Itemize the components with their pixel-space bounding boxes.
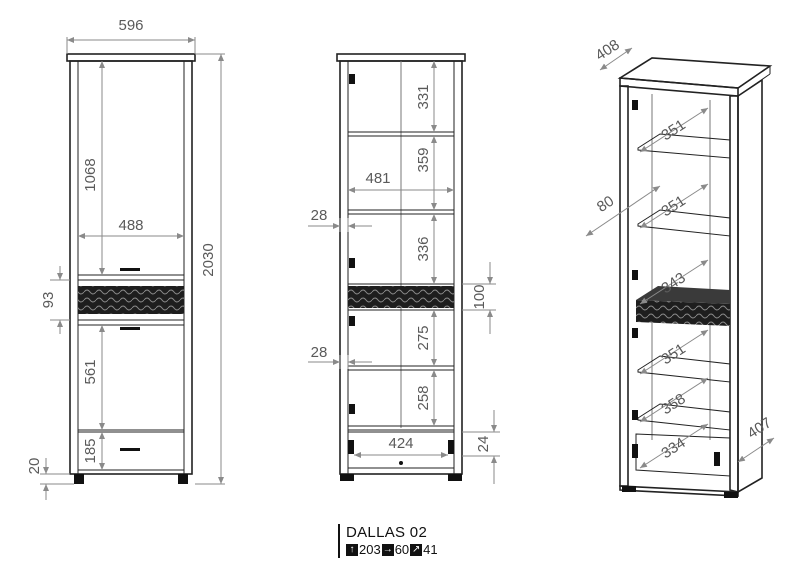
lower-door-handle: [120, 327, 140, 330]
dim-front-inner-width: 488: [118, 217, 143, 234]
product-caption: DALLAS 02 ↑ 203 → 60 ↗ 41: [338, 524, 439, 558]
dim-shelf-4: 275: [415, 325, 432, 350]
arrow-up-icon: ↑: [346, 544, 358, 556]
dim-open-inner-width: 481: [365, 170, 390, 187]
product-depth: 41: [423, 542, 438, 557]
dim-iso-drawer: 334: [658, 434, 688, 462]
dim-drawer-width: 424: [388, 435, 413, 452]
product-height: 203: [359, 542, 381, 557]
dim-shelf-1: 331: [415, 84, 432, 109]
dim-iso-shelf-4: 351: [658, 340, 688, 368]
upper-door-handle: [120, 268, 140, 271]
product-name: DALLAS 02: [346, 524, 428, 541]
dim-upper-section: 1068: [82, 158, 99, 191]
dim-drawer-height: 185: [82, 438, 99, 463]
dim-plinth: 20: [26, 458, 43, 475]
arrow-right-icon: →: [381, 544, 394, 556]
dim-iso-shelf-5: 358: [658, 390, 688, 418]
iso-decor-band: [636, 300, 730, 326]
front-upper-door: [77, 60, 185, 276]
dim-shelf-2: 359: [415, 147, 432, 172]
front-body: [69, 60, 193, 475]
drawer-handle: [120, 448, 140, 451]
front-lower-door: [77, 324, 185, 431]
front-top-board: [66, 53, 196, 62]
dim-door-offset-top: 28: [311, 207, 328, 224]
product-width: 60: [394, 542, 410, 557]
iso-view: 408 80 351 351 343 351 358 334 407: [585, 36, 775, 498]
dim-shelf-3: 336: [415, 236, 432, 261]
dim-iso-depth-top: 408: [592, 36, 622, 64]
dim-shelf-5: 258: [415, 385, 432, 410]
arrow-diagonal-icon: ↗: [410, 544, 423, 556]
front-drawer: [77, 431, 185, 471]
dim-front-band: 93: [40, 292, 57, 309]
dim-iso-shelf-1: 351: [658, 116, 688, 144]
dim-lower-section: 561: [82, 359, 99, 384]
open-decor-band: [348, 286, 454, 308]
dim-front-width: 596: [118, 17, 143, 34]
dim-iso-shelf-2: 351: [658, 192, 688, 220]
dim-front-height: 2030: [200, 243, 217, 276]
product-dimensions: ↑ 203 → 60 ↗ 41: [346, 542, 439, 558]
dim-door-offset-bottom: 28: [311, 344, 328, 361]
dim-drawer-depth: 24: [475, 436, 492, 453]
front-decor-band: [78, 286, 184, 314]
dim-open-band: 100: [471, 284, 488, 309]
dim-iso-door-depth: 80: [594, 193, 617, 216]
open-view: 331 359 336 275 258 481 100 28 28 424: [308, 53, 500, 484]
front-view: 596 2030 1068 488 93 561 185 20: [26, 17, 225, 500]
dim-iso-depth-side: 407: [744, 414, 774, 442]
